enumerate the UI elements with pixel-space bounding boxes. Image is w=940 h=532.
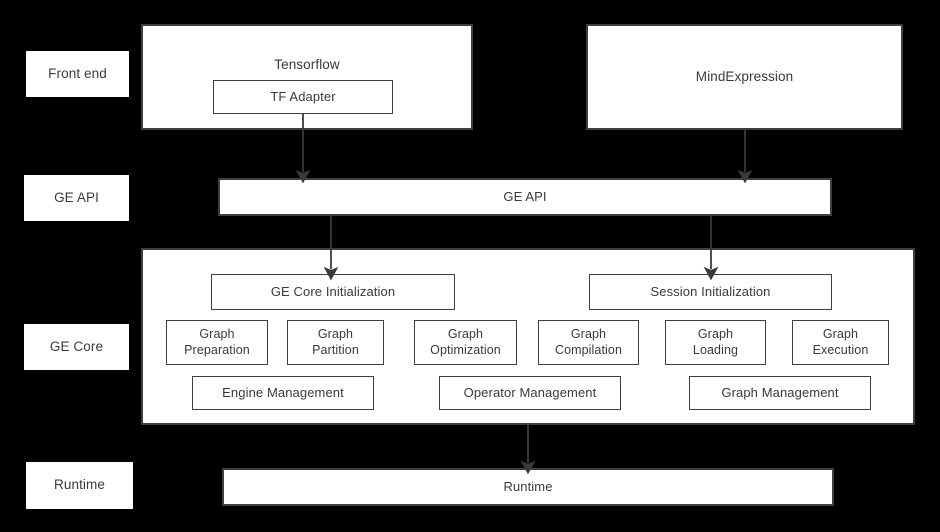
module-graph-partition-label: Graph Partition: [312, 327, 359, 357]
stage-label-front-end: Front end: [26, 51, 129, 97]
module-graph-optimization-label: Graph Optimization: [430, 327, 501, 357]
stage-label-ge-core-text: GE Core: [49, 338, 104, 354]
ge-core-initialization-label: GE Core Initialization: [270, 284, 396, 300]
stage-label-runtime: Runtime: [26, 462, 133, 509]
mindexpression-label: MindExpression: [695, 68, 794, 84]
module-graph-loading[interactable]: Graph Loading: [665, 320, 766, 365]
module-graph-loading-label: Graph Loading: [692, 327, 739, 357]
manager-engine-management[interactable]: Engine Management: [192, 376, 374, 410]
stage-label-front-end-text: Front end: [48, 65, 107, 81]
tensorflow-label: Tensorflow: [274, 57, 340, 72]
manager-operator-management-label: Operator Management: [463, 385, 597, 401]
module-graph-preparation-label: Graph Preparation: [184, 327, 250, 357]
module-graph-execution-label: Graph Execution: [812, 327, 869, 357]
ge-core-initialization-box[interactable]: GE Core Initialization: [211, 274, 455, 310]
tf-adapter-label: TF Adapter: [270, 89, 336, 105]
mindexpression-box[interactable]: MindExpression: [586, 24, 903, 130]
session-initialization-box[interactable]: Session Initialization: [589, 274, 832, 310]
module-graph-preparation[interactable]: Graph Preparation: [166, 320, 268, 365]
stage-label-ge-api: GE API: [24, 175, 129, 221]
session-initialization-label: Session Initialization: [650, 284, 771, 300]
frontend-tensorflow-frame[interactable]: Tensorflow: [141, 24, 473, 130]
stage-label-ge-core: GE Core: [24, 324, 129, 370]
manager-graph-management-label: Graph Management: [721, 385, 839, 401]
ge-api-bar[interactable]: GE API: [218, 178, 832, 216]
module-graph-partition[interactable]: Graph Partition: [287, 320, 384, 365]
module-graph-optimization[interactable]: Graph Optimization: [414, 320, 517, 365]
module-graph-compilation[interactable]: Graph Compilation: [538, 320, 639, 365]
tf-adapter-box[interactable]: TF Adapter: [213, 80, 393, 114]
runtime-bar[interactable]: Runtime: [222, 468, 834, 506]
ge-api-bar-label: GE API: [503, 189, 547, 205]
manager-operator-management[interactable]: Operator Management: [439, 376, 621, 410]
module-graph-compilation-label: Graph Compilation: [554, 327, 623, 357]
manager-engine-management-label: Engine Management: [222, 385, 344, 401]
stage-label-runtime-text: Runtime: [54, 477, 105, 493]
module-graph-execution[interactable]: Graph Execution: [792, 320, 889, 365]
runtime-bar-label: Runtime: [503, 479, 553, 495]
stage-label-ge-api-text: GE API: [54, 189, 99, 205]
manager-graph-management[interactable]: Graph Management: [689, 376, 871, 410]
